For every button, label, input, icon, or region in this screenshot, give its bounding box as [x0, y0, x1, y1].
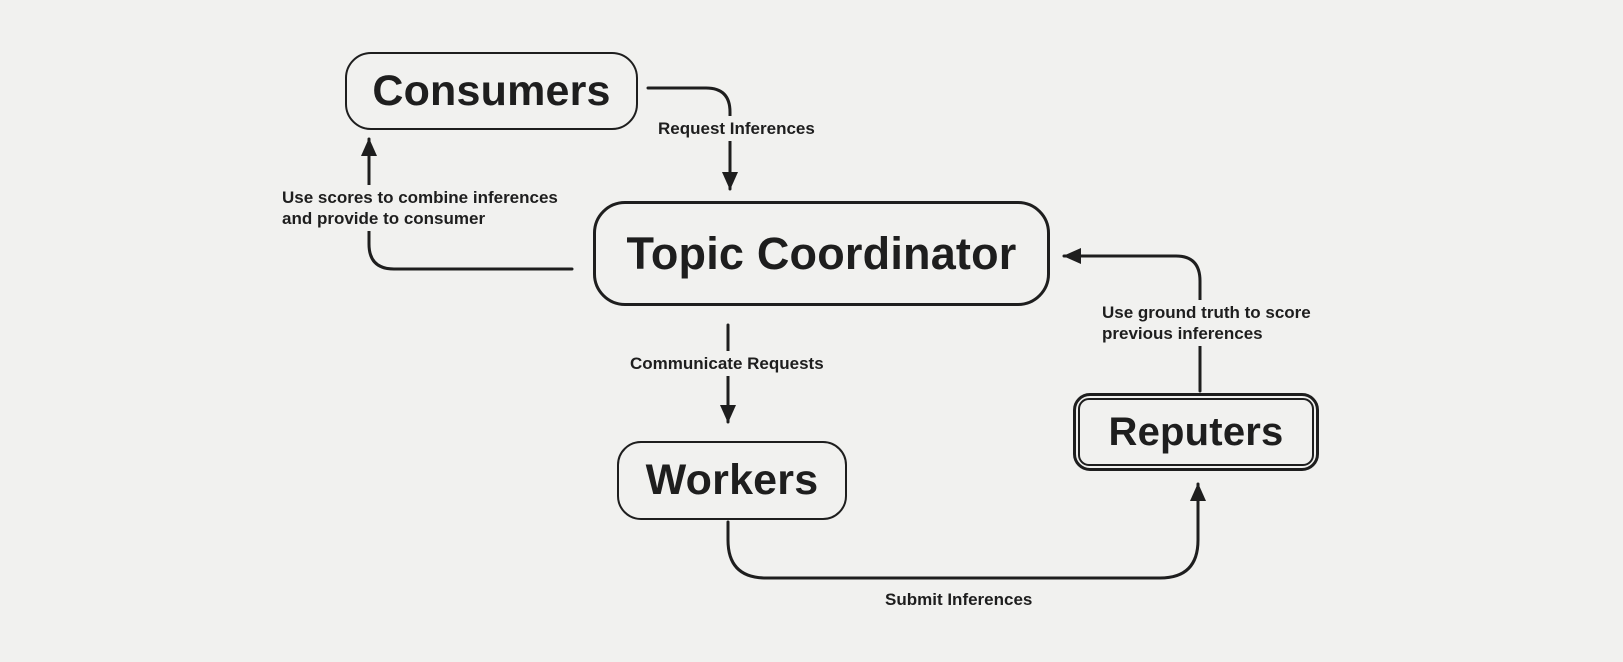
node-topic-coordinator-label: Topic Coordinator — [626, 227, 1017, 279]
node-topic-coordinator[interactable]: Topic Coordinator — [593, 201, 1050, 306]
node-workers[interactable]: Workers — [617, 441, 847, 520]
edge-label-use-scores: Use scores to combine inferences and pro… — [278, 185, 562, 231]
edge-label-use-ground-truth-line1: Use ground truth to score — [1102, 303, 1311, 322]
edge-label-request-inferences: Request Inferences — [654, 116, 819, 141]
arrow-topic-coordinator-to-consumers — [361, 137, 574, 271]
node-reputers-inner-frame: Reputers — [1078, 398, 1314, 466]
edge-label-use-scores-line2: and provide to consumer — [282, 209, 486, 228]
edge-label-use-ground-truth: Use ground truth to score previous infer… — [1098, 300, 1315, 346]
node-consumers[interactable]: Consumers — [345, 52, 638, 130]
node-workers-label: Workers — [645, 456, 819, 504]
edge-label-submit-inferences: Submit Inferences — [881, 587, 1037, 612]
arrow-reputers-to-topic-coordinator — [1062, 248, 1202, 393]
arrow-workers-to-reputers — [726, 482, 1206, 580]
edge-label-communicate-requests: Communicate Requests — [626, 351, 828, 376]
edge-label-use-scores-line1: Use scores to combine inferences — [282, 188, 558, 207]
node-reputers[interactable]: Reputers — [1073, 393, 1319, 471]
node-consumers-label: Consumers — [372, 66, 611, 115]
edge-label-use-ground-truth-line2: previous inferences — [1102, 324, 1263, 343]
arrow-consumers-to-topic-coordinator — [646, 86, 738, 191]
node-reputers-label: Reputers — [1108, 409, 1284, 454]
